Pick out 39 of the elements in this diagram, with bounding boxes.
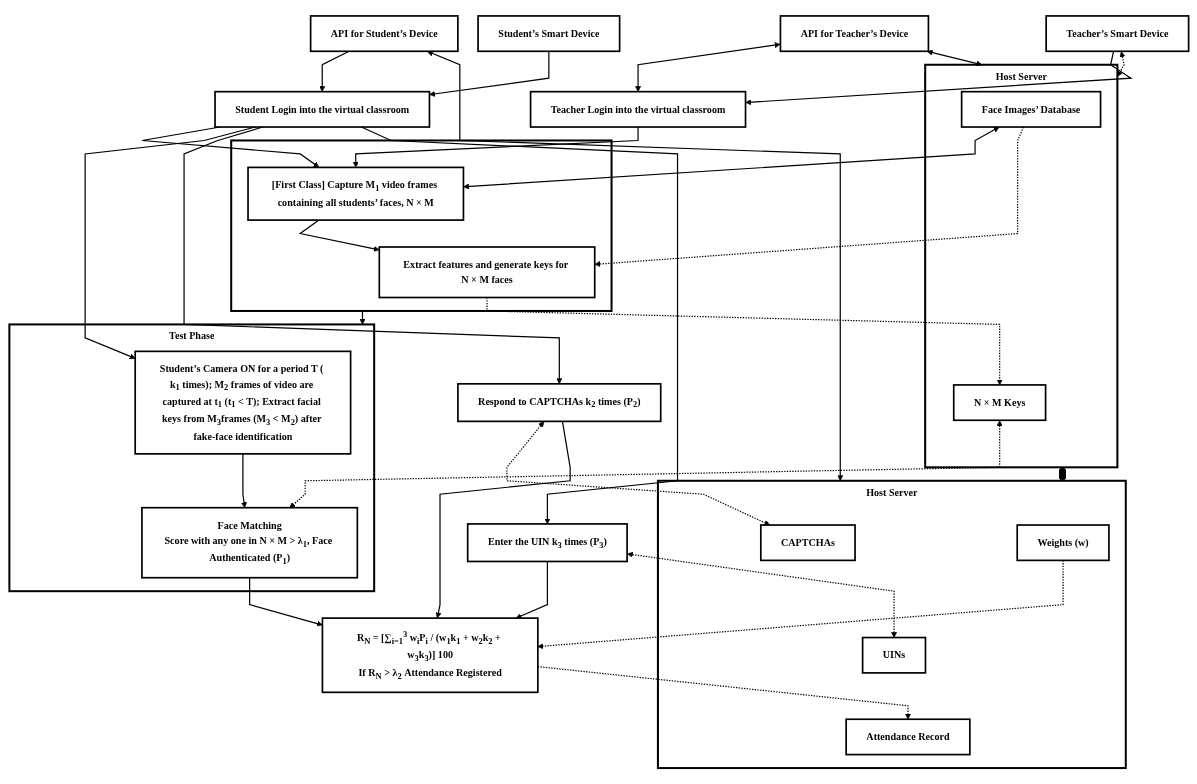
arrow [288, 420, 1003, 508]
node-box: UINs [861, 636, 926, 674]
arrow [1116, 51, 1125, 77]
node-box: Attendance Record [844, 718, 971, 756]
arrow [426, 50, 843, 482]
arrow [359, 310, 365, 325]
node-box: Extract features and generate keys for N × M faces [377, 246, 596, 299]
arrow [515, 560, 548, 619]
arrow [626, 551, 897, 638]
node-box: API for Teacher’s Device [779, 15, 929, 53]
node-box: CAPTCHAs [759, 524, 856, 562]
arrow [505, 421, 770, 526]
node-box: N × M Keys [952, 384, 1046, 422]
node-box: Enter the UIN k$_{3}$ times (P$_{3}$) [466, 523, 628, 563]
node-box: [First Class] Capture M$_{1}$ video frames containing all students’ faces, N × M [246, 166, 464, 221]
node-box: Teacher’s Smart Device [1044, 15, 1189, 53]
arrow [360, 126, 678, 525]
arrow [141, 126, 319, 168]
arrow [352, 126, 639, 168]
arrow [318, 50, 350, 92]
arrow [634, 42, 780, 92]
arrow [428, 50, 549, 97]
arrow [182, 126, 562, 385]
connector [1057, 466, 1066, 482]
arrow [462, 126, 999, 190]
node-box: Student Login into the virtual classroom [213, 90, 430, 128]
node-box: Student’s Smart Device [476, 15, 620, 53]
node-box: Respond to CAPTCHAs k$_{2}$ times (P$_{2}$) [456, 383, 662, 423]
node-box: Face Images’ Database [960, 90, 1101, 128]
arrow [926, 49, 982, 67]
node-box: Teacher Login into the virtual classroom [529, 90, 746, 128]
cluster [229, 139, 613, 312]
node-box: Student’s Camera ON for a period T ( k$_{1}$ times); M$_{2}$ frames of video are captured at t$_{1}$ (t$_{1}$ < T); Extract facial keys from M$_{3}$frames (M$_{3}$ < M$_{2}$) after fake-face identification [133, 350, 351, 455]
arrow [240, 453, 247, 508]
arrow [435, 420, 571, 619]
node-box: Face Matching Score with any one in N × M > λ$_{1}$, Face Authenticated (P$_{1}$) [140, 506, 358, 579]
node-box: Weights (w) [1015, 524, 1110, 562]
node-box: API for Student’s Device [309, 15, 459, 53]
node-box: R$_{N}$ = [∑$_{i=1}$$^{3}$ w$_{i}$P$_{i}$ / (w$_{1}$k$_{1}$ + w$_{2}$k$_{2}$ + w$_{3}$k$_{3}$)] 100 If R$_{N}$ > λ$_{2}$ Attendance Registered [321, 617, 539, 694]
